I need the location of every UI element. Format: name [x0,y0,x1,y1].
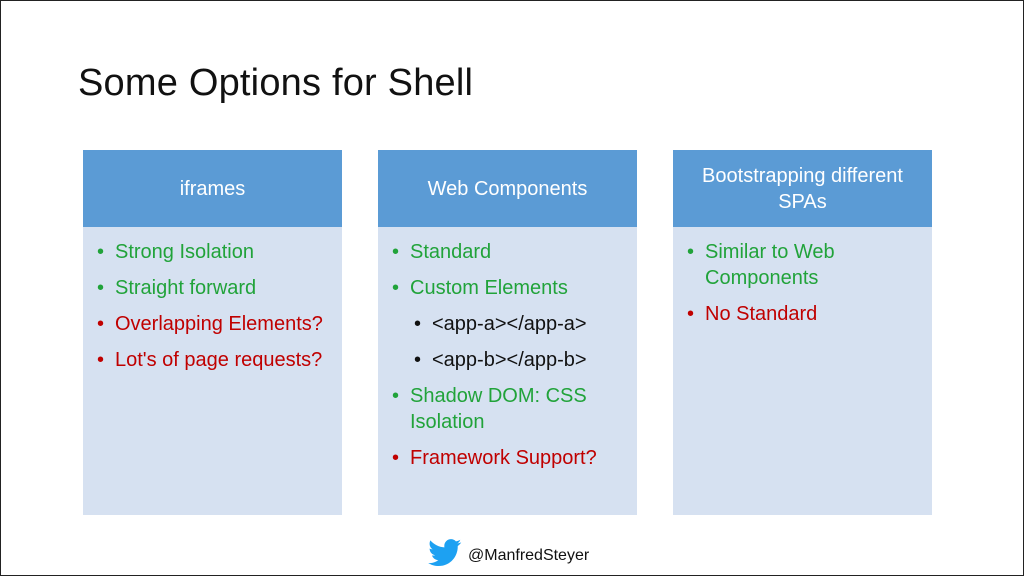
sub-list-item: <app-b></app-b> [388,347,627,373]
list-item: Lot's of page requests? [93,347,332,373]
bullet-list: Similar to Web Components No Standard [673,227,932,327]
list-item: Standard [388,239,627,265]
bullet-list: Strong Isolation Straight forward Overla… [83,227,342,373]
option-column-iframes: iframes Strong Isolation Straight forwar… [83,150,342,515]
twitter-bird-icon [428,539,462,572]
list-item: Strong Isolation [93,239,332,265]
column-header: iframes [83,150,342,227]
sub-list-item: <app-a></app-a> [388,311,627,337]
list-item: Straight forward [93,275,332,301]
list-item: Overlapping Elements? [93,311,332,337]
twitter-handle: @ManfredSteyer [428,539,589,572]
list-item: No Standard [683,301,922,327]
twitter-handle-text: @ManfredSteyer [468,546,590,564]
list-item: Custom Elements [388,275,627,301]
column-header: Web Components [378,150,637,227]
slide-title: Some Options for Shell [78,62,474,104]
option-column-web-components: Web Components Standard Custom Elements … [378,150,637,515]
list-item: Framework Support? [388,445,627,471]
bullet-list: Standard Custom Elements <app-a></app-a>… [378,227,637,471]
option-column-bootstrapping: Bootstrapping different SPAs Similar to … [673,150,932,515]
column-header: Bootstrapping different SPAs [673,150,932,227]
list-item: Shadow DOM: CSS Isolation [388,383,627,435]
list-item: Similar to Web Components [683,239,922,291]
